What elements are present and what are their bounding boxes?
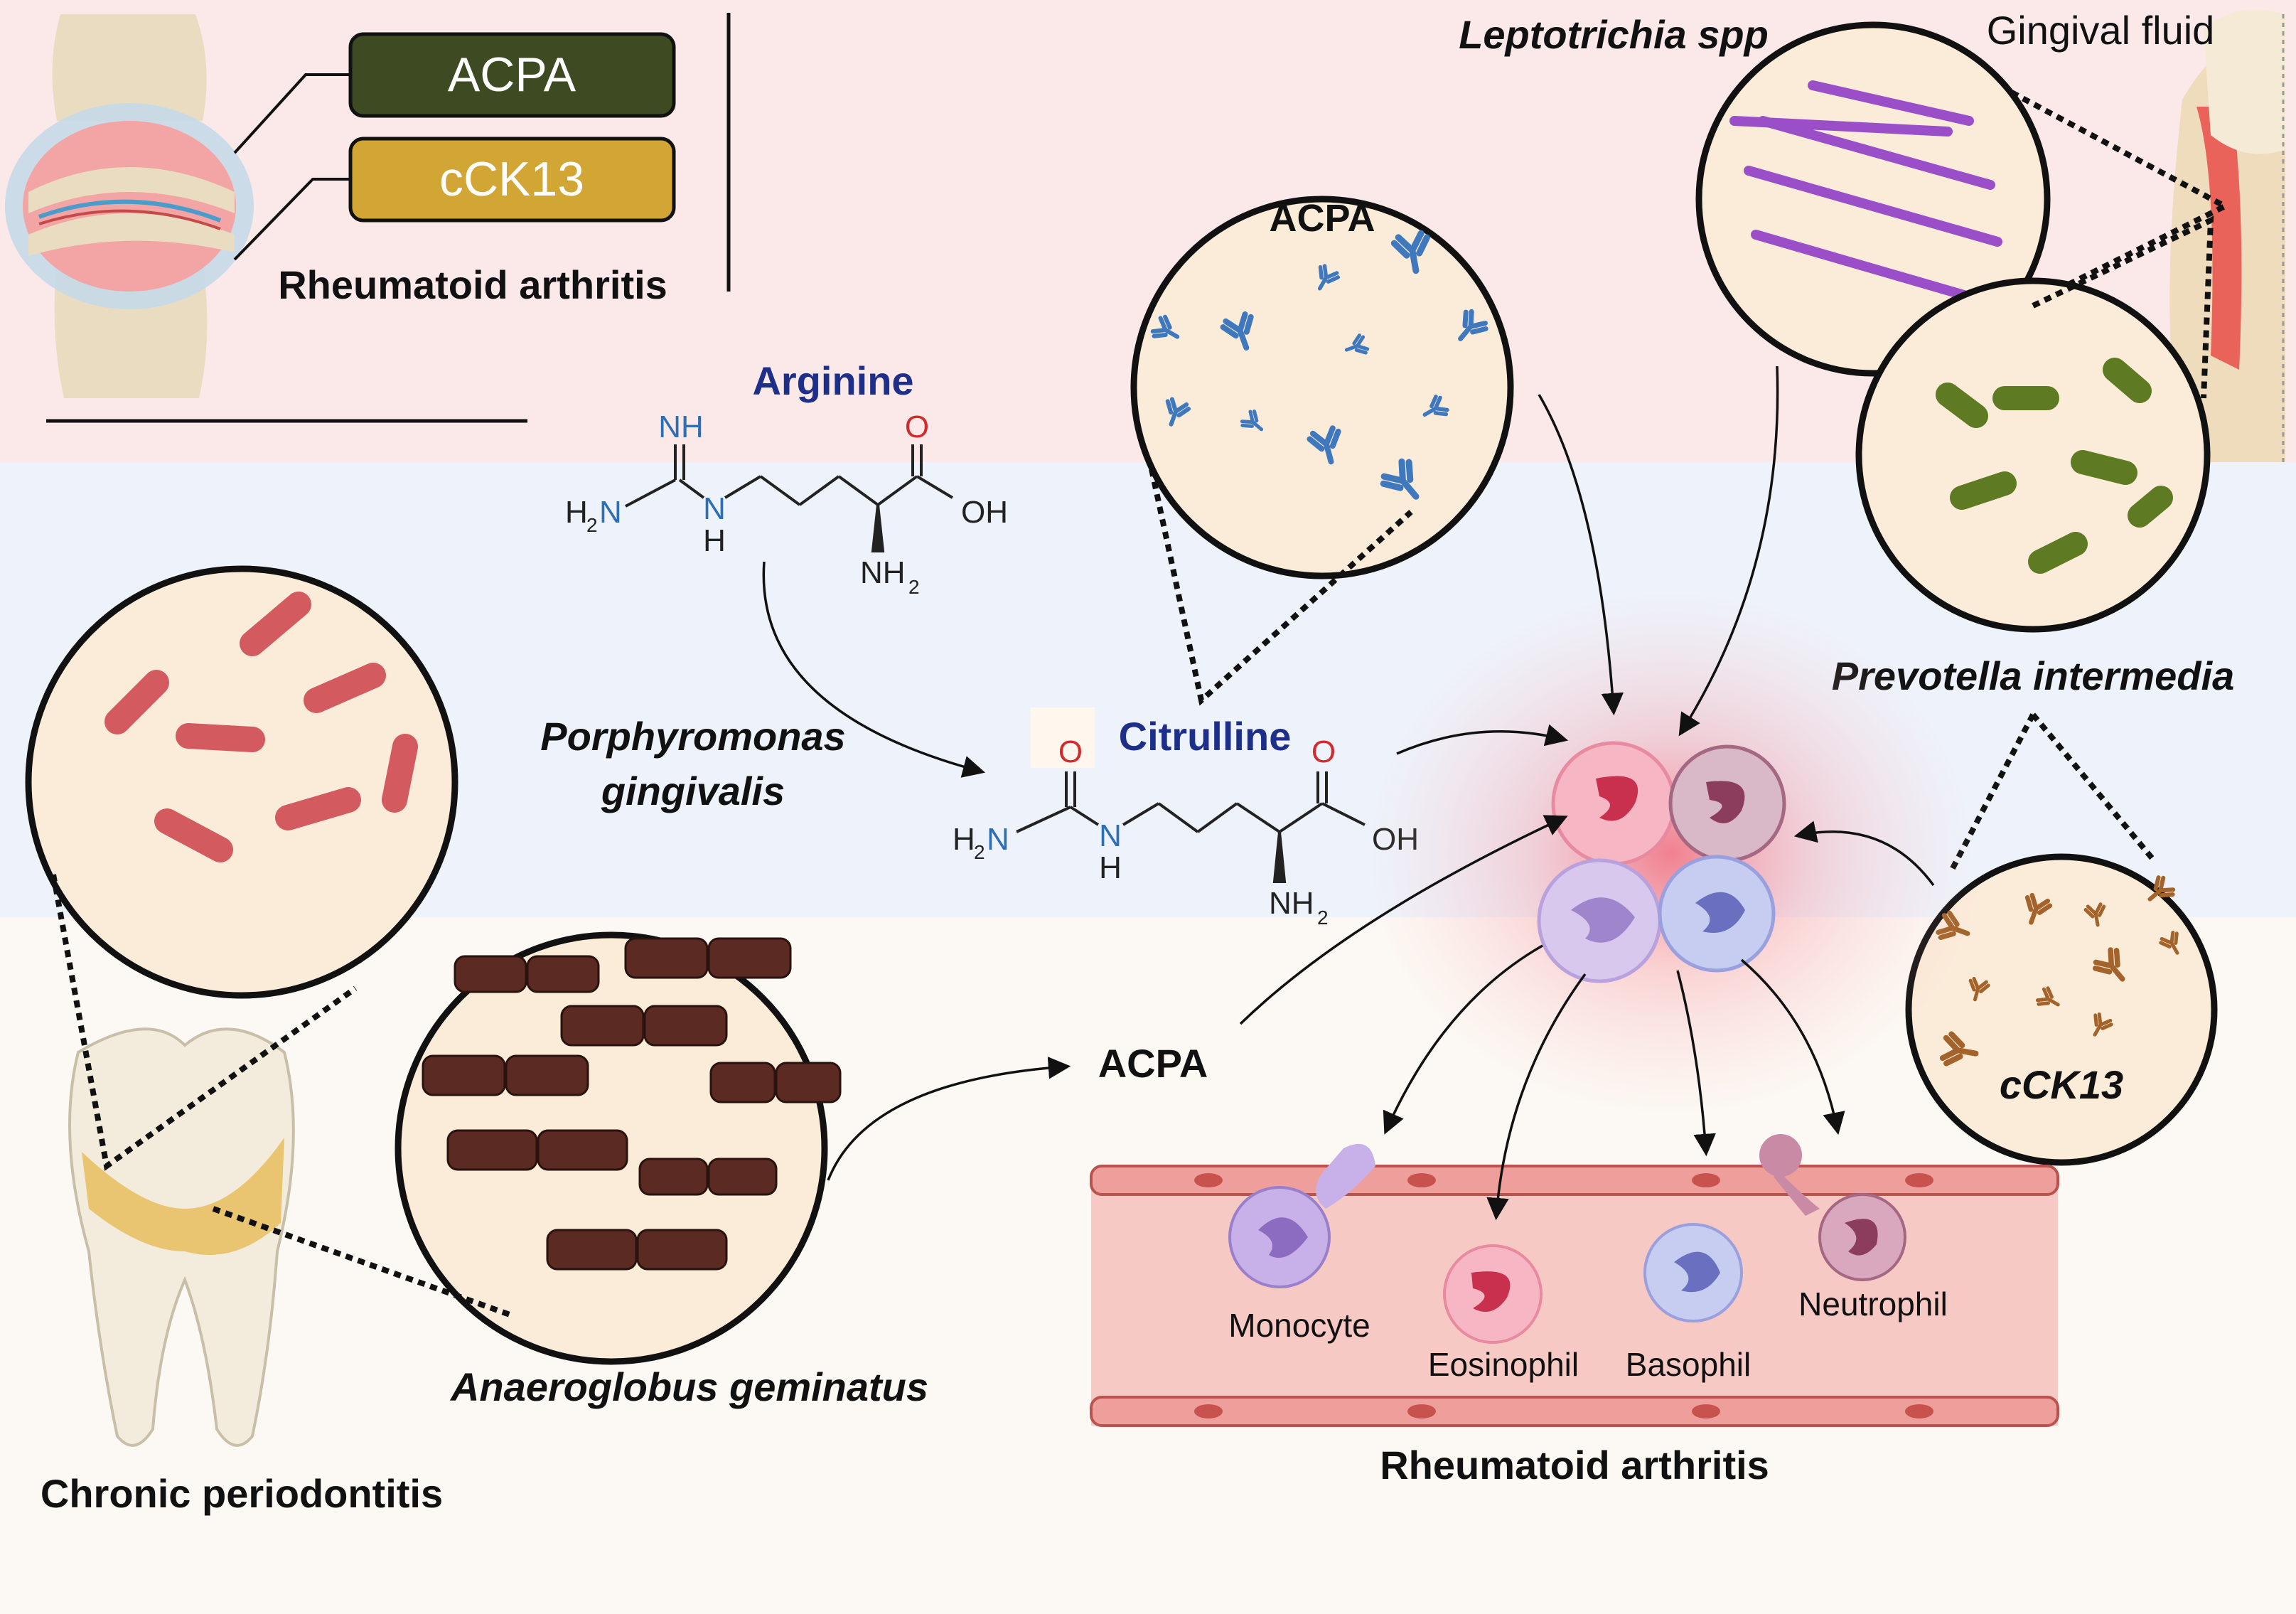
citrulline-n: N [1099, 818, 1122, 853]
acpa-circle-dotted-connector [1149, 469, 1413, 706]
citrulline-h2n-n: N [987, 822, 1009, 857]
anaeroglobus-to-acpa-arrow [827, 1057, 1071, 1181]
arginine-h2n-n: N [599, 495, 622, 530]
arginine-oh: OH [961, 495, 1008, 530]
acpa-to-cluster-arrow [1538, 394, 1624, 716]
neutrophil-label: Neutrophil [1798, 1286, 1948, 1322]
cck13-leader-line [233, 178, 350, 261]
citrulline-h2n-h: H [953, 822, 975, 857]
arginine-to-citrulline-arrow [762, 561, 986, 778]
inflammation-glow [1358, 583, 1983, 1123]
acpa-badge-label: ACPA [448, 48, 576, 102]
porphyromonas-label-line2: gingivalis [601, 769, 785, 813]
leptotrichia-circle [1695, 21, 2051, 377]
acpa-leader-line [233, 73, 350, 154]
gingival-fluid-label: Gingival fluid [1987, 8, 2215, 53]
eosinophil-label: Eosinophil [1428, 1346, 1579, 1383]
leptotrichia-to-cluster-arrow [1678, 365, 1779, 737]
basophil-label: Basophil [1626, 1346, 1751, 1383]
neutrophil-cell [1759, 1134, 1906, 1281]
anaeroglobus-label: Anaeroglobus geminatus [449, 1364, 928, 1409]
citrulline-o-right: O [1311, 734, 1336, 769]
arginine-h: H [703, 523, 726, 558]
arginine-n: N [703, 491, 726, 526]
porphyromonas-label-line1: Porphyromonas [540, 714, 845, 759]
prevotella-dotted-connector [2032, 215, 2214, 399]
tooth-to-porphyromonas-dotted [50, 874, 358, 1171]
citrulline-to-cluster-arrow [1396, 724, 1569, 755]
porphyromonas-circle [25, 565, 458, 999]
citrulline-nh2-sub: 2 [1317, 907, 1329, 929]
tooth-to-anaeroglobus-dotted [212, 1206, 513, 1318]
citrulline-o-left: O [1058, 734, 1083, 769]
tooth-caption: Chronic periodontitis [41, 1471, 443, 1516]
acpa-free-label: ACPA [1098, 1041, 1208, 1086]
monocyte-label: Monocyte [1228, 1307, 1370, 1344]
arginine-nh2-sub: 2 [908, 576, 920, 598]
cck13-circle: cCK13 [1905, 853, 2218, 1166]
arginine-title: Arginine [752, 358, 913, 403]
joint-illustration [5, 14, 254, 398]
monocyte-cell [1228, 1143, 1375, 1288]
leptotrichia-dotted-connector [2010, 90, 2231, 309]
acpa-circle-title: ACPA [1269, 197, 1375, 240]
arginine-structure [625, 444, 954, 552]
arginine-o: O [905, 410, 929, 444]
joint-caption: Rheumatoid arthritis [278, 262, 667, 307]
cluster-to-basophil-arrow [1676, 970, 1716, 1157]
cluster-to-eosinophil-arrow [1486, 973, 1587, 1221]
citrulline-structure [1016, 771, 1366, 883]
cluster-to-monocyte-arrow [1383, 944, 1543, 1135]
acpa-free-to-cluster-arrow [1239, 815, 1568, 1025]
cluster-to-neutrophil-arrow [1740, 958, 1845, 1135]
cck13-badge-label: cCK13 [439, 152, 584, 206]
arginine-h2n-sub: 2 [586, 514, 598, 536]
prevotella-circle [1855, 277, 2211, 633]
arginine-h2n-h: H [565, 495, 588, 530]
citrulline-h2n-sub: 2 [974, 841, 985, 863]
cck13-circle-title: cCK13 [2000, 1062, 2123, 1107]
eosinophil-cell [1443, 1244, 1543, 1344]
tooth-illustration [68, 1027, 295, 1447]
immune-cell-cluster [1537, 741, 1786, 983]
citrulline-nh2: NH [1269, 886, 1314, 921]
vessel-caption: Rheumatoid arthritis [1380, 1443, 1769, 1487]
arginine-nh2: NH [860, 555, 906, 590]
acpa-circle: ACPA [1130, 196, 1514, 579]
citrulline-title: Citrulline [1119, 714, 1292, 759]
leptotrichia-label: Leptotrichia spp [1459, 12, 1769, 57]
citrulline-highlight [1031, 707, 1095, 768]
citrulline-h: H [1099, 850, 1122, 885]
anaeroglobus-circle [395, 931, 842, 1365]
arginine-nh: NH [658, 410, 704, 444]
gum-tooth-illustration [2169, 9, 2285, 462]
cck13-to-cluster-arrow [1793, 821, 1935, 887]
basophil-cell [1643, 1223, 1743, 1322]
